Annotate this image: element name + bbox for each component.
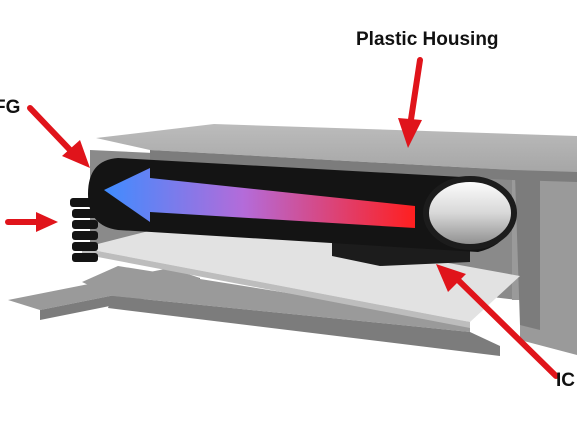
label-right-partial: IC bbox=[556, 370, 575, 391]
right-roller bbox=[423, 176, 517, 250]
label-left-partial: FG bbox=[0, 97, 21, 118]
pcb-board-edge bbox=[82, 248, 470, 328]
housing-bottom-plate bbox=[82, 266, 470, 332]
label-plastic-housing: Plastic Housing bbox=[356, 29, 499, 50]
housing-top-edge bbox=[150, 150, 577, 182]
housing-right-wall-shade bbox=[515, 175, 540, 330]
heat-flow-arrow bbox=[104, 168, 415, 228]
housing-top-cover bbox=[96, 124, 577, 172]
callout-arrow-ic bbox=[436, 264, 559, 379]
housing-bottom-front bbox=[108, 296, 500, 356]
callout-arrow-left-mid bbox=[5, 212, 58, 232]
callout-arrow-left-top bbox=[27, 105, 90, 168]
pcb-board bbox=[82, 218, 520, 322]
callout-arrow-housing bbox=[398, 57, 423, 148]
cooling-fins bbox=[70, 198, 98, 262]
